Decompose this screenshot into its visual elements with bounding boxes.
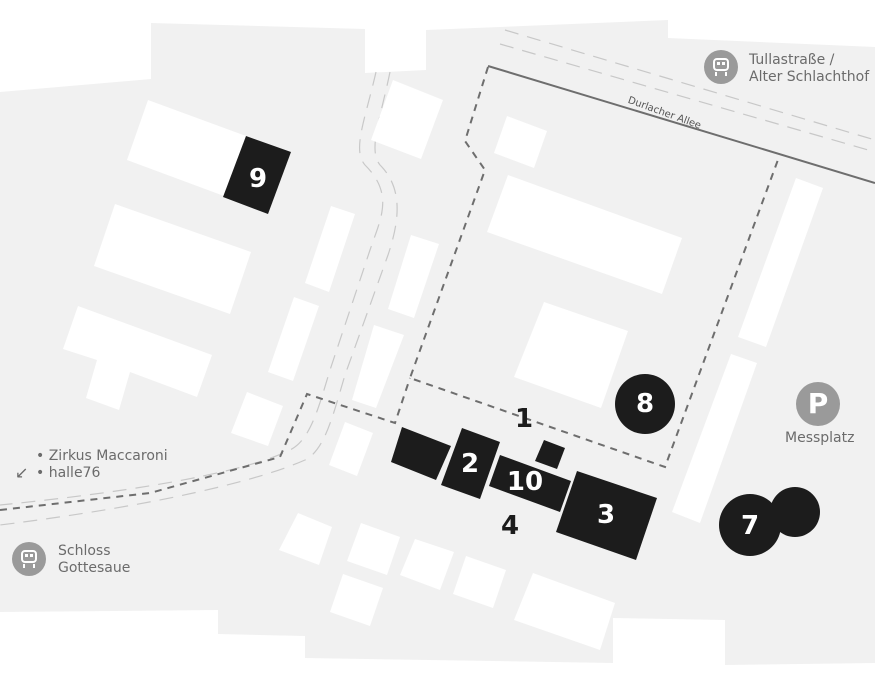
venue-3-building xyxy=(556,471,657,560)
offmap-item-halle76[interactable]: • halle76 xyxy=(36,465,101,481)
venue-1-label[interactable]: 1 xyxy=(514,404,534,434)
durlacher-allee-road xyxy=(487,65,875,184)
venue-2-label[interactable]: 2 xyxy=(460,449,480,479)
tram-icon xyxy=(12,542,46,576)
rail-lines xyxy=(0,29,875,526)
tram-icon xyxy=(704,50,738,84)
stop-label-line1: Tullastraße / xyxy=(749,52,835,68)
buildings xyxy=(63,80,823,650)
venue-7-circle-a xyxy=(719,494,781,556)
route-dashed xyxy=(0,66,780,511)
venue-unlabeled-building xyxy=(391,427,451,480)
venues xyxy=(223,136,820,560)
arrow-down-left-icon: ↙ xyxy=(15,463,29,482)
venue-2-building xyxy=(441,428,500,499)
offmap-item-zirkus-maccaroni[interactable]: • Zirkus Maccaroni xyxy=(36,448,168,464)
stop-label-line2: Gottesaue xyxy=(58,560,131,576)
venue-7-label[interactable]: 7 xyxy=(740,511,760,541)
venue-small-building xyxy=(535,440,565,469)
venue-3-label[interactable]: 3 xyxy=(596,500,616,530)
venue-8-circle xyxy=(615,374,675,434)
transit-stop-tullastrasse[interactable]: Tullastraße / Alter Schlachthof xyxy=(749,52,869,86)
venue-10-label[interactable]: 10 xyxy=(506,467,544,497)
venue-9-label[interactable]: 9 xyxy=(248,164,268,194)
parking-label[interactable]: Messplatz xyxy=(785,430,855,446)
offmap-destinations: • Zirkus Maccaroni • halle76 xyxy=(36,448,168,482)
stop-label-line2: Alter Schlachthof xyxy=(749,69,870,85)
venue-9-building xyxy=(223,136,291,214)
transit-stop-schloss-gottesaue[interactable]: Schloss Gottesaue xyxy=(58,543,130,577)
stop-label-line1: Schloss xyxy=(58,543,111,559)
venue-7-circle-b xyxy=(770,487,820,537)
venue-4-label[interactable]: 4 xyxy=(500,511,520,541)
parking-icon: P xyxy=(796,382,840,426)
venue-10-building xyxy=(489,455,571,512)
venue-8-label[interactable]: 8 xyxy=(635,389,655,419)
